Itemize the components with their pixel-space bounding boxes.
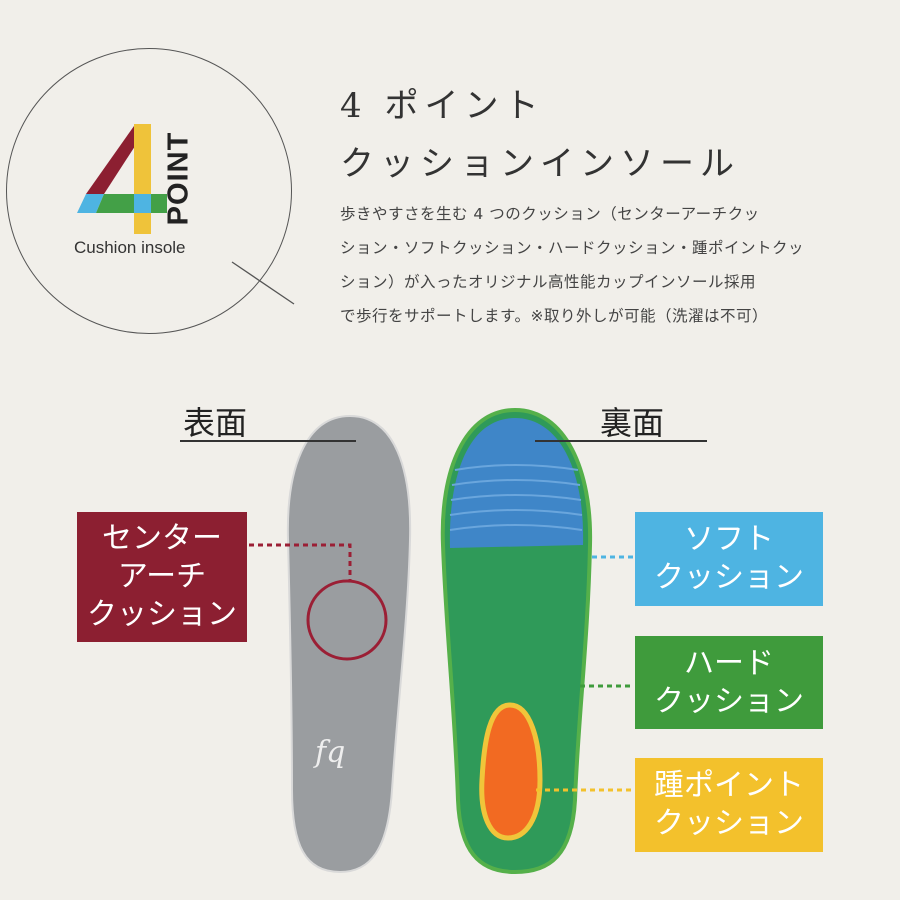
callout-line: クッション (654, 806, 804, 841)
description-line: で歩行をサポートします。※取り外しが可能（洗濯は不可） (340, 307, 768, 325)
heading-line1: 4 ポイント (340, 86, 545, 126)
back-label: 裏面 (600, 404, 665, 442)
callout-line: クッション (654, 683, 804, 719)
callout-line: アーチ (117, 559, 207, 594)
heel-cushion (479, 702, 543, 841)
callout-line: クッション (87, 597, 237, 632)
four-logo (77, 124, 167, 234)
description-line: ション・ソフトクッション・ハードクッション・踵ポイントクッ (340, 239, 805, 257)
brand-mark: fq (315, 735, 346, 770)
logo-subtitle: Cushion insole (74, 238, 186, 257)
heading-line2: クッションインソール (340, 144, 740, 184)
hard-cushion-callout: ハード クッション (635, 636, 823, 729)
center-arch-circle (306, 579, 388, 661)
logo-point-word: POINT (162, 131, 195, 226)
front-underline (180, 440, 356, 442)
callout-line: ハード (684, 645, 774, 681)
callout-line: センター (102, 521, 222, 556)
center-arch-callout: センター アーチ クッション (77, 512, 247, 642)
pointer-line (231, 261, 295, 305)
description-line: 歩きやすさを生む 4 つのクッション（センターアーチクッ (340, 205, 760, 223)
back-underline (535, 440, 707, 442)
soft-cushion-callout: ソフト クッション (635, 512, 823, 606)
heel-cushion-callout: 踵ポイント クッション (635, 758, 823, 852)
callout-line: 踵ポイント (654, 768, 804, 803)
front-insole (286, 414, 412, 874)
front-label: 表面 (183, 404, 248, 442)
logo-circle (6, 48, 292, 334)
callout-line: ソフト (684, 522, 774, 557)
soft-cushion-area (449, 418, 584, 548)
description-line: ション）が入ったオリジナル高性能カップインソール採用 (340, 273, 757, 291)
callout-line: クッション (654, 560, 804, 595)
